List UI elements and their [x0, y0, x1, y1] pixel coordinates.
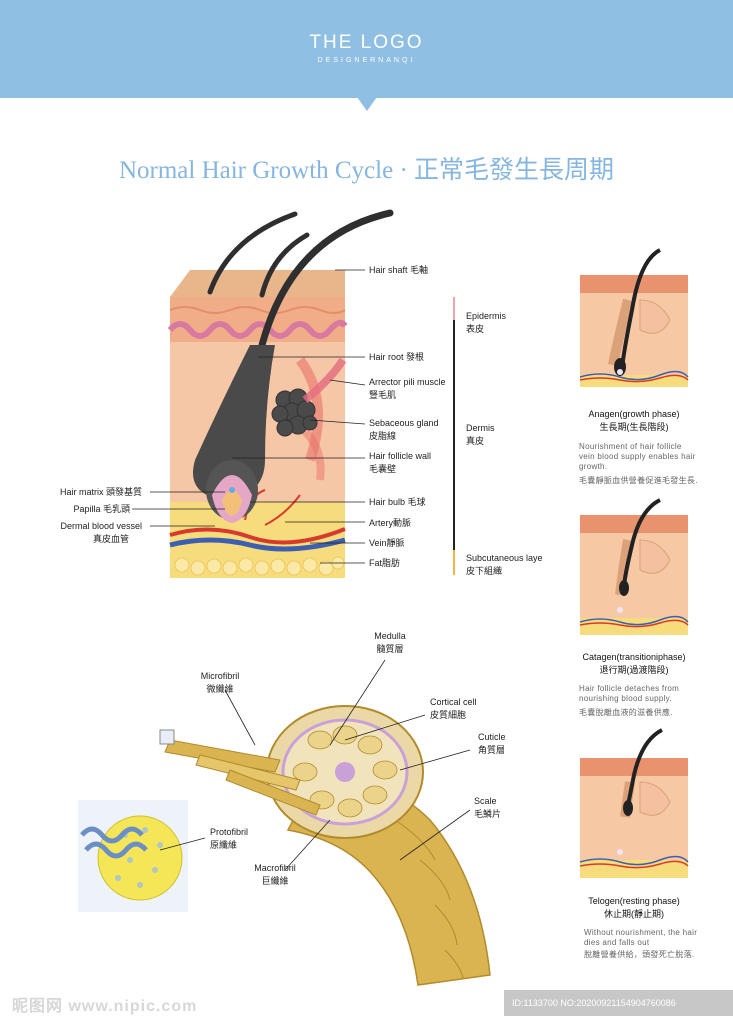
- skin-top-face: [170, 270, 345, 297]
- label-cuticle-en: Cuticle: [478, 732, 506, 742]
- label-medulla-en: Medulla: [374, 631, 406, 641]
- label-dermis-en: Dermis: [466, 423, 495, 433]
- label-sebaceous-zh: 皮脂線: [369, 431, 397, 441]
- logo-subtitle: DESIGNERNANQI: [317, 57, 416, 64]
- page-title: Normal Hair Growth Cycle · 正常毛發生長周期: [118, 157, 615, 184]
- label-hair-matrix: Hair matrix 頭發基質: [59, 487, 142, 497]
- vein-vessel: [169, 537, 346, 552]
- anagen-desc-en: Nourishment of hair follicle vein blood …: [579, 442, 696, 471]
- anagen-title-en: Anagen(growth phase): [588, 409, 680, 419]
- label-fat: Fat脂肪: [369, 558, 401, 568]
- hair-fiber-diagram: [78, 705, 491, 986]
- label-papilla: Papilla 毛乳頭: [73, 504, 130, 514]
- logo-text: THE LOGO: [309, 32, 424, 53]
- label-cortical-en: Cortical cell: [430, 697, 477, 707]
- id-box: [504, 990, 733, 1016]
- label-cuticle-zh: 角質層: [478, 745, 506, 755]
- skin-cross-section: [167, 209, 394, 578]
- label-cortical-zh: 皮質細胞: [430, 710, 467, 720]
- catagen-title-en: Catagen(transitioniphase): [582, 652, 686, 662]
- label-follicle-wall-en: Hair follicle wall: [369, 451, 432, 461]
- label-subcutaneous-zh: 皮下組織: [466, 566, 503, 576]
- label-sebaceous-en: Sebaceous gland: [369, 418, 439, 428]
- label-hair-shaft: Hair shaft 毛軸: [369, 265, 429, 275]
- header-notch: [357, 97, 377, 111]
- catagen-title-zh: 退行期(過渡階段): [599, 665, 669, 675]
- label-protofibril-zh: 原纖維: [210, 840, 238, 850]
- telogen-title-zh: 休止期(靜止期): [604, 909, 664, 919]
- hair-strand: [259, 232, 310, 298]
- label-hair-root: Hair root 發根: [369, 352, 425, 362]
- label-vein: Vein靜脈: [369, 538, 405, 548]
- hair-follicle: [193, 345, 275, 500]
- phase-panel-telogen: [579, 728, 689, 878]
- label-subcutaneous-en: Subcutaneous laye: [466, 553, 543, 563]
- id-text: ID:1133700 NO:20200921154904760086: [512, 998, 676, 1008]
- label-epidermis-en: Epidermis: [466, 311, 507, 321]
- label-hair-bulb: Hair bulb 毛球: [369, 497, 426, 507]
- artery-vessel: [169, 527, 346, 545]
- watermark: 昵图网 www.nipic.com: [12, 998, 198, 1015]
- label-scale-zh: 毛鱗片: [474, 809, 502, 819]
- phase-panel-anagen: [579, 248, 689, 387]
- label-microfibril-en: Microfibril: [200, 671, 240, 681]
- arrector-pili-muscle: [302, 357, 347, 404]
- label-microfibril-zh: 微纖維: [206, 684, 234, 694]
- sebaceous-gland: [271, 388, 318, 437]
- hair-shaft: [258, 209, 394, 349]
- label-dermal-vessel-en: Dermal blood vessel: [60, 521, 142, 531]
- epidermis-basal-layer: [167, 319, 348, 339]
- catagen-desc-en: Hair follicle detaches from nourishing b…: [579, 684, 680, 703]
- papilla: [222, 490, 242, 516]
- label-macrofibril-zh: 巨纖維: [261, 876, 289, 886]
- label-arrector-en: Arrector pili muscle: [369, 377, 446, 387]
- label-arrector-zh: 豎毛肌: [369, 390, 397, 400]
- catagen-desc-zh: 毛囊脫離血液的滋養供應.: [579, 708, 673, 717]
- label-artery: Artery動脈: [369, 518, 412, 528]
- anagen-title-zh: 生長期(生長階段): [599, 422, 669, 432]
- header-banner: [0, 0, 733, 98]
- telogen-desc-zh: 脫離營養供給，頭發死亡脫落.: [584, 950, 695, 959]
- label-medulla-zh: 髓質層: [376, 644, 404, 654]
- anagen-desc-zh: 毛囊靜脈血供營養促進毛發生長.: [579, 476, 698, 485]
- label-macrofibril-en: Macrofibril: [254, 863, 296, 873]
- label-dermis-zh: 真皮: [466, 436, 485, 446]
- hair-strand: [207, 211, 298, 295]
- microfibril-end: [159, 729, 175, 745]
- label-epidermis-zh: 表皮: [466, 324, 485, 334]
- label-dermal-vessel-zh: 真皮血管: [92, 534, 129, 544]
- label-follicle-wall-zh: 毛囊壁: [369, 464, 397, 474]
- telogen-title-en: Telogen(resting phase): [588, 896, 680, 906]
- medulla-core: [335, 762, 355, 782]
- telogen-desc-en: Without nourishment, the hair dies and f…: [584, 928, 698, 947]
- label-scale-en: Scale: [474, 796, 497, 806]
- label-protofibril-en: Protofibril: [210, 827, 249, 837]
- phase-panel-catagen: [579, 498, 689, 635]
